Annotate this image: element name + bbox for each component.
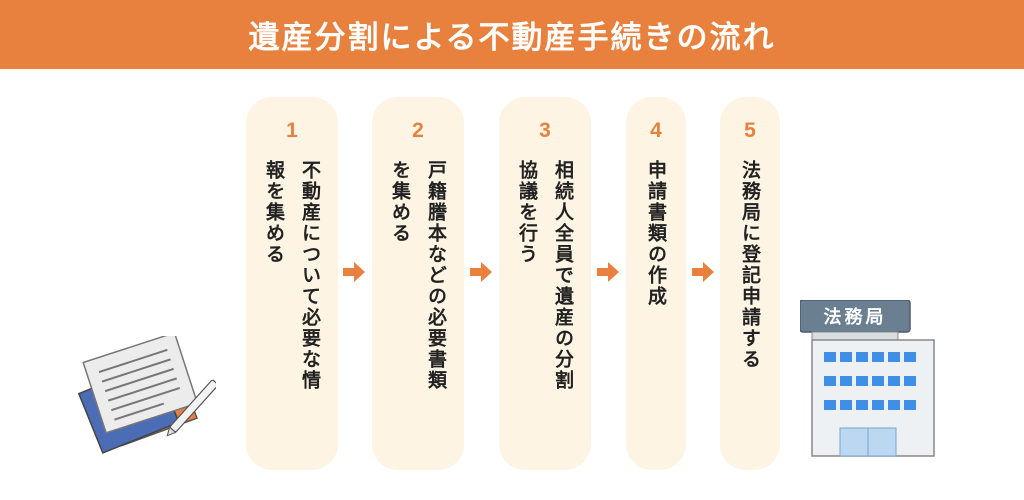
step-text-2: 戸籍謄本などの必要書類 を集める <box>389 160 447 391</box>
step-card-5: 5 法務局に登記申請する <box>720 97 780 470</box>
title-banner: 遺産分割による不動産手続きの流れ <box>0 0 1024 69</box>
step-card-1: 1 不動産について必要な情 報を集める <box>246 97 338 470</box>
step-card-3: 3 相続人全員で遺産の分割 協議を行う <box>499 97 591 470</box>
documents-and-pen-icon <box>77 336 216 454</box>
step-text-1: 不動産について必要な情 報を集める <box>263 160 321 391</box>
step-card-4: 4 申請書類の作成 <box>626 97 686 470</box>
right-arrow-icon <box>343 262 365 282</box>
right-arrow-icon <box>597 262 619 282</box>
step-number-4: 4 <box>650 119 662 142</box>
step-card-2: 2 戸籍謄本などの必要書類 を集める <box>372 97 464 470</box>
right-arrow-icon <box>692 262 714 282</box>
legal-affairs-bureau-building-icon: 法務局 <box>800 300 950 460</box>
step-number-1: 1 <box>286 119 298 142</box>
step-number-2: 2 <box>412 119 424 142</box>
building-sign: 法務局 <box>823 307 887 328</box>
step-number-3: 3 <box>539 119 551 142</box>
step-text-3: 相続人全員で遺産の分割 協議を行う <box>516 160 574 391</box>
step-number-5: 5 <box>744 119 756 142</box>
page-title: 遺産分割による不動産手続きの流れ <box>248 20 776 56</box>
step-text-5: 法務局に登記申請する <box>739 160 761 370</box>
step-text-4: 申請書類の作成 <box>645 160 667 307</box>
right-arrow-icon <box>470 262 492 282</box>
